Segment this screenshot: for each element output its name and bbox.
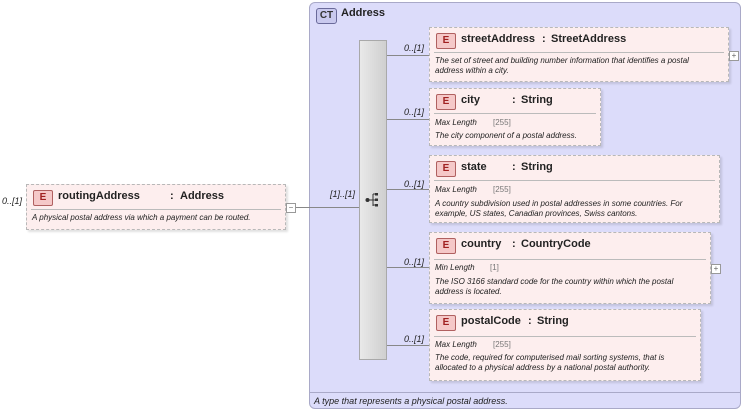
type-separator: : bbox=[528, 315, 532, 327]
element-street-address[interactable]: E streetAddress : StreetAddress The set … bbox=[429, 27, 729, 82]
element-type: String bbox=[537, 315, 569, 327]
sequence-icon bbox=[365, 193, 378, 207]
expand-toggle[interactable]: + bbox=[729, 51, 739, 61]
sequence-multiplicity: [1]..[1] bbox=[330, 189, 356, 199]
expand-toggle[interactable]: + bbox=[711, 264, 721, 274]
element-divider bbox=[434, 180, 715, 181]
element-divider bbox=[31, 209, 281, 210]
facet-value: [255] bbox=[493, 118, 511, 127]
complex-type-description: A type that represents a physical postal… bbox=[314, 396, 508, 406]
connector-city bbox=[387, 119, 429, 120]
type-separator: : bbox=[170, 190, 174, 202]
connector-street bbox=[387, 55, 429, 56]
multiplicity-postal-code: 0..[1] bbox=[404, 334, 425, 344]
root-multiplicity: 0..[1] bbox=[2, 196, 23, 206]
element-description-line: address within a city. bbox=[435, 66, 509, 75]
element-type: StreetAddress bbox=[551, 33, 627, 45]
element-description-line: The city component of a postal address. bbox=[435, 131, 577, 140]
type-separator: : bbox=[512, 161, 516, 173]
multiplicity-street-address: 0..[1] bbox=[404, 43, 425, 53]
element-name: postalCode bbox=[461, 315, 521, 327]
element-divider bbox=[434, 52, 724, 53]
element-type: Address bbox=[180, 190, 225, 202]
element-badge: E bbox=[436, 94, 456, 110]
facet-value: [255] bbox=[493, 340, 511, 349]
root-connector bbox=[287, 207, 359, 208]
facet-name: Max Length bbox=[435, 340, 477, 349]
element-badge: E bbox=[436, 33, 456, 49]
element-type: String bbox=[521, 161, 553, 173]
element-description-line: The set of street and building number in… bbox=[435, 56, 689, 65]
element-badge: E bbox=[436, 315, 456, 331]
element-name: streetAddress bbox=[461, 33, 535, 45]
facet-name: Max Length bbox=[435, 118, 477, 127]
element-country[interactable]: E country : CountryCode Min Length [1] T… bbox=[429, 232, 711, 304]
facet-value: [1] bbox=[490, 263, 499, 272]
element-badge: E bbox=[436, 238, 456, 254]
connector-postal bbox=[387, 345, 429, 346]
root-element-routing-address[interactable]: E routingAddress : Address A physical po… bbox=[26, 184, 286, 230]
type-separator: : bbox=[512, 238, 516, 250]
element-description-line: The code, required for computerised mail… bbox=[435, 353, 665, 362]
element-divider bbox=[434, 259, 706, 260]
element-state[interactable]: E state : String Max Length [255] A coun… bbox=[429, 155, 720, 223]
element-badge: E bbox=[33, 190, 53, 206]
element-description: A physical postal address via which a pa… bbox=[32, 213, 251, 222]
complex-type-title: Address bbox=[341, 7, 386, 19]
element-type: CountryCode bbox=[521, 238, 591, 250]
element-description-line: The ISO 3166 standard code for the count… bbox=[435, 277, 674, 286]
complex-type-badge: CT bbox=[316, 8, 337, 24]
element-badge: E bbox=[436, 161, 456, 177]
facet-name: Max Length bbox=[435, 185, 477, 194]
element-description-line: A country subdivision used in postal add… bbox=[435, 199, 683, 208]
element-divider bbox=[434, 336, 696, 337]
multiplicity-city: 0..[1] bbox=[404, 107, 425, 117]
connector-country bbox=[387, 267, 429, 268]
complex-type-divider bbox=[310, 392, 740, 393]
multiplicity-state: 0..[1] bbox=[404, 179, 425, 189]
type-separator: : bbox=[542, 33, 546, 45]
element-postal-code[interactable]: E postalCode : String Max Length [255] T… bbox=[429, 309, 701, 381]
element-type: String bbox=[521, 94, 553, 106]
element-divider bbox=[434, 113, 596, 114]
element-name: country bbox=[461, 238, 502, 250]
element-description-line: allocated to a physical address by a nat… bbox=[435, 363, 651, 372]
facet-value: [255] bbox=[493, 185, 511, 194]
element-description-line: example, US states, Canadian provinces, … bbox=[435, 209, 638, 218]
element-name: city bbox=[461, 94, 480, 106]
connector-state bbox=[387, 189, 429, 190]
element-name: routingAddress bbox=[58, 190, 140, 202]
element-name: state bbox=[461, 161, 487, 173]
facet-name: Min Length bbox=[435, 263, 475, 272]
collapse-toggle[interactable]: − bbox=[286, 203, 296, 213]
type-separator: : bbox=[512, 94, 516, 106]
element-city[interactable]: E city : String Max Length [255] The cit… bbox=[429, 88, 601, 146]
multiplicity-country: 0..[1] bbox=[404, 257, 425, 267]
element-description-line: address is located. bbox=[435, 287, 502, 296]
